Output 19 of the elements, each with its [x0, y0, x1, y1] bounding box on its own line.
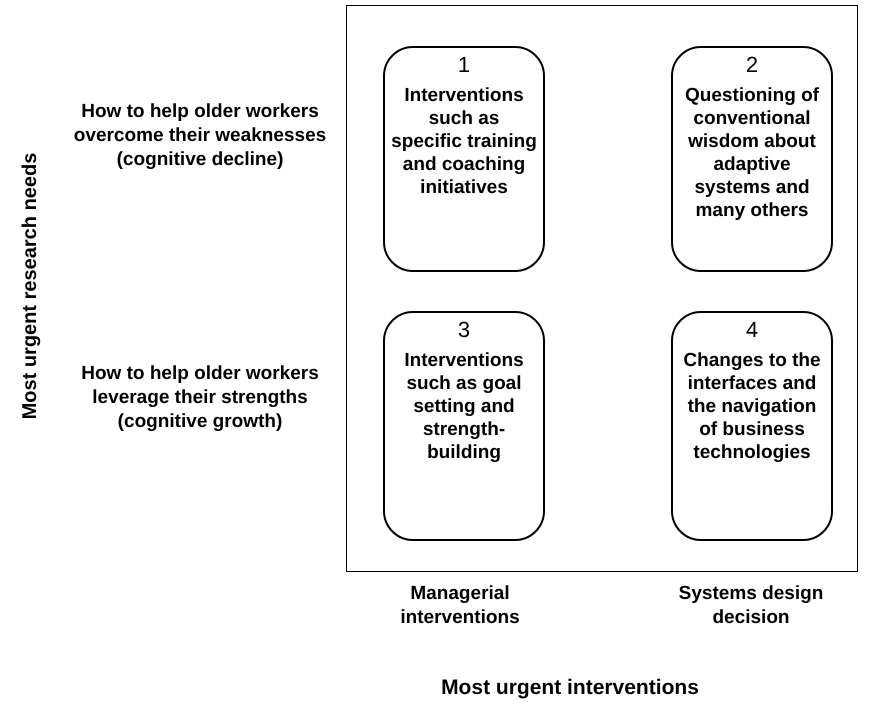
column-label: Managerial interventions — [399, 582, 521, 630]
quadrant-number: 1 — [458, 52, 470, 78]
quadrant-box — [383, 46, 545, 272]
quadrant-number: 2 — [746, 52, 758, 78]
row-label: How to help older workers overcome their weaknesses (cognitive decline) — [72, 100, 328, 172]
quadrant-number: 4 — [746, 317, 758, 343]
quadrant-description: Interventions such as goal setting and strength-building — [403, 349, 525, 464]
quadrant-frame — [346, 5, 858, 572]
axis-title: Most urgent research needs — [18, 152, 42, 421]
quadrant-box — [383, 311, 545, 541]
quadrant-box — [671, 311, 833, 541]
quadrant-description: Questioning of conventional wisdom about adaptive systems and many others — [684, 84, 820, 222]
axis-title: Most urgent interventions — [440, 676, 700, 700]
quadrant-number: 3 — [458, 317, 470, 343]
quadrant-description: Changes to the interfaces and the navigation of business technologies — [682, 349, 822, 464]
quadrant-box — [671, 46, 833, 272]
quadrant-description: Interventions such as specific training and coaching initiatives — [390, 84, 538, 199]
row-label: How to help older workers leverage their strengths (cognitive growth) — [80, 362, 320, 434]
column-label: Systems design decision — [678, 582, 824, 630]
